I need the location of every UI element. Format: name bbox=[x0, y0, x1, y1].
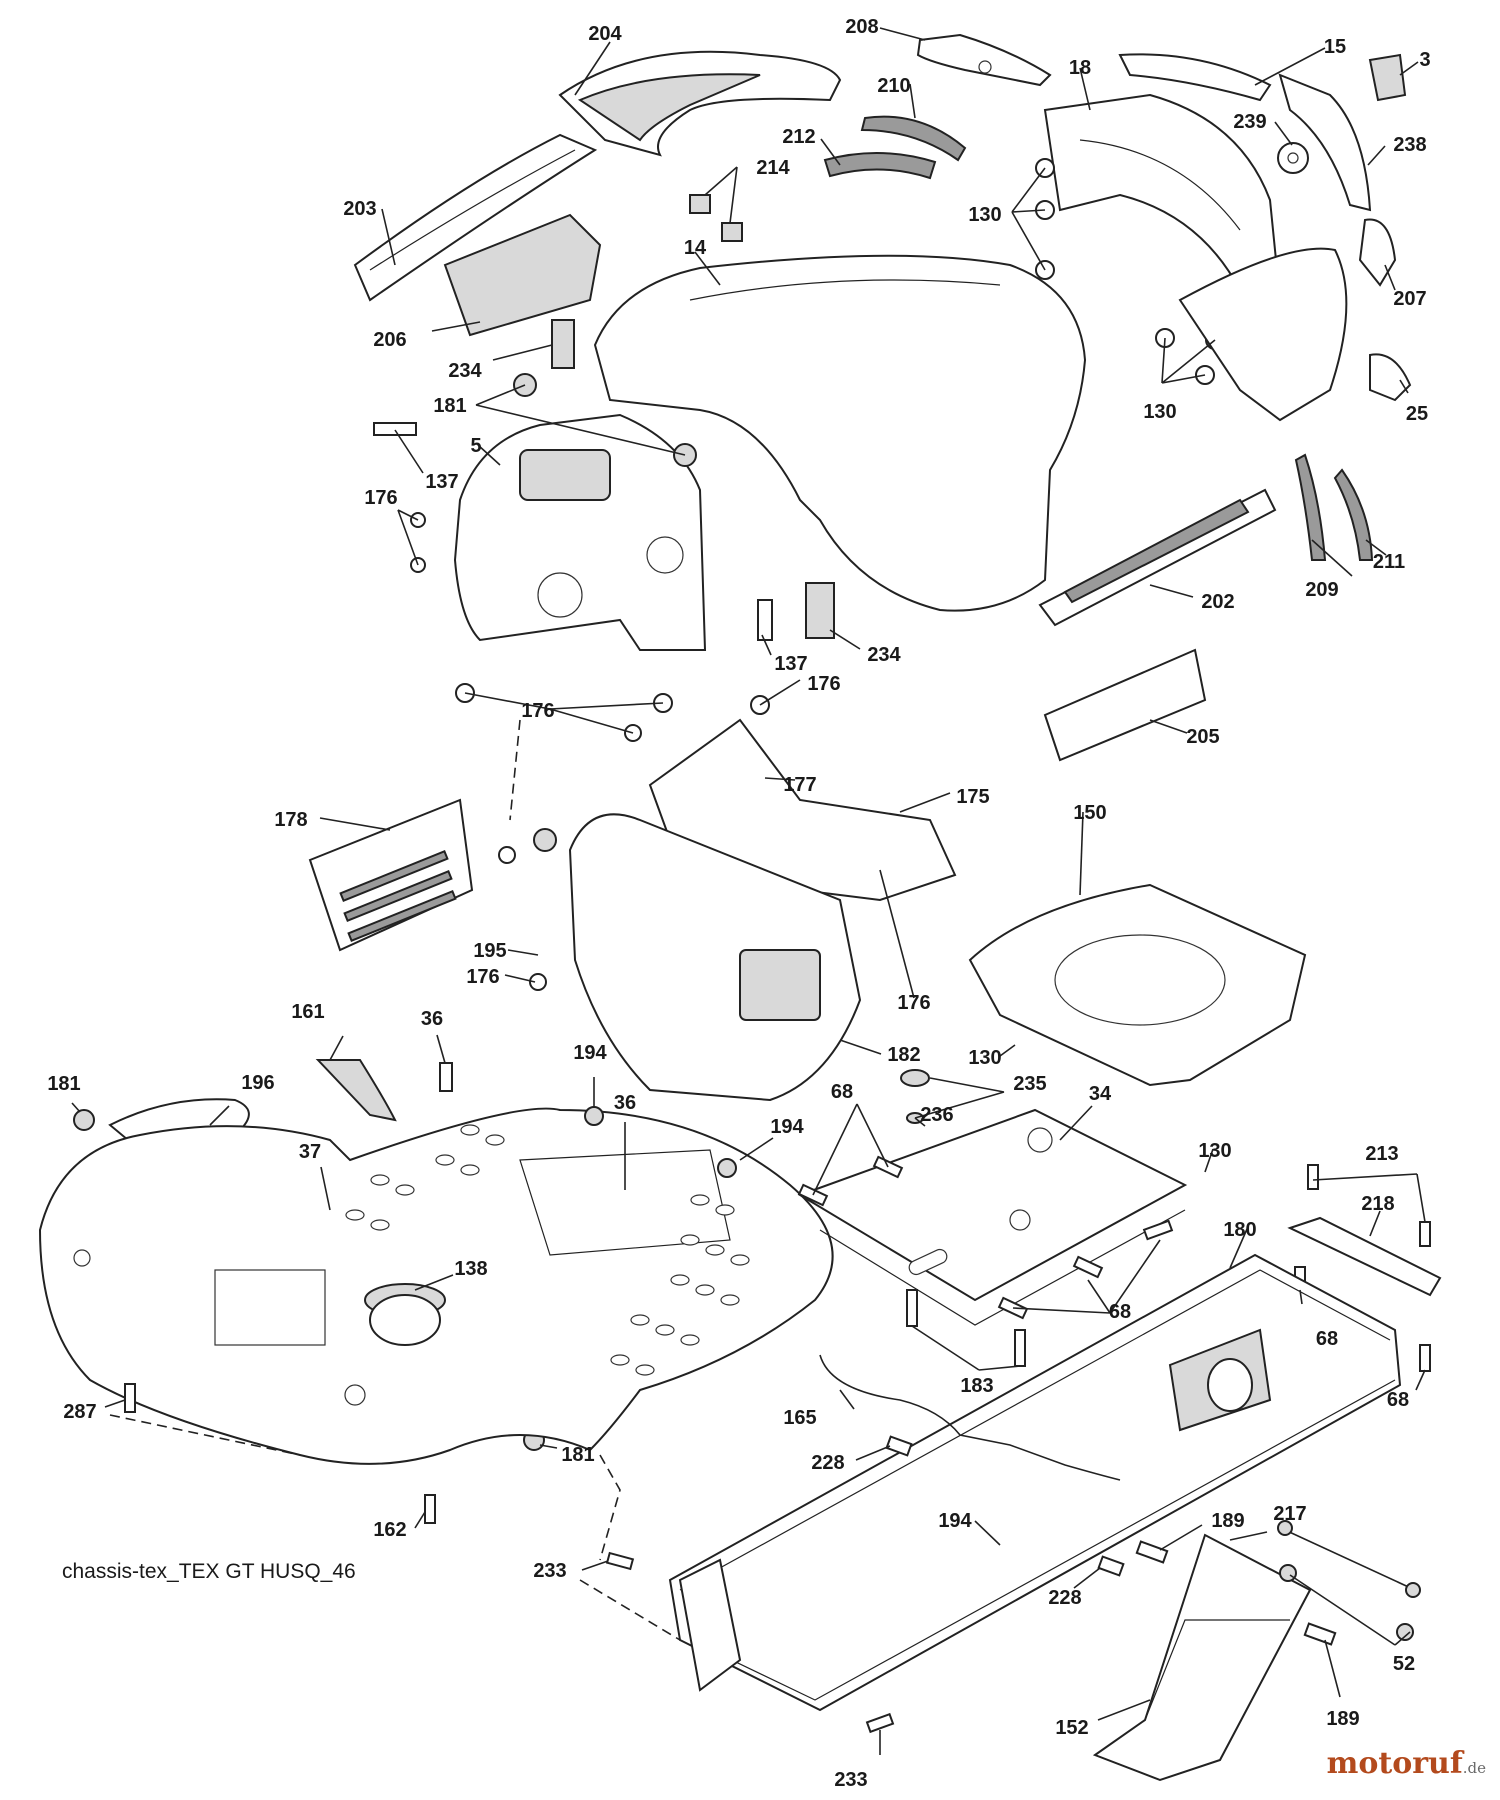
part-label: 181 bbox=[433, 395, 466, 417]
part-label: 176 bbox=[897, 992, 930, 1014]
part-label: 234 bbox=[448, 360, 482, 382]
part-label: 207 bbox=[1393, 288, 1426, 310]
part-label: 202 bbox=[1201, 591, 1234, 613]
part-label: 130 bbox=[1143, 401, 1176, 423]
part-label: 182 bbox=[887, 1044, 920, 1066]
part-label: 194 bbox=[573, 1042, 607, 1064]
part-label: 176 bbox=[521, 700, 554, 722]
part-label: 176 bbox=[807, 673, 840, 695]
part-label: 183 bbox=[960, 1375, 993, 1397]
part-label: 181 bbox=[561, 1444, 594, 1466]
part-label: 34 bbox=[1089, 1083, 1112, 1105]
part-label: 130 bbox=[1198, 1140, 1231, 1162]
part-label: 150 bbox=[1073, 802, 1106, 824]
part-label: 189 bbox=[1326, 1708, 1359, 1730]
part-label: 37 bbox=[299, 1141, 321, 1163]
part-label: 130 bbox=[968, 1047, 1001, 1069]
part-label: 196 bbox=[241, 1072, 274, 1094]
part-label: 206 bbox=[373, 329, 406, 351]
part-label: 209 bbox=[1305, 579, 1338, 601]
part-label: 14 bbox=[684, 237, 707, 259]
part-label: 68 bbox=[1316, 1328, 1338, 1350]
part-label: 178 bbox=[274, 809, 307, 831]
part-label: 165 bbox=[783, 1407, 816, 1429]
part-label: 236 bbox=[920, 1104, 953, 1126]
part-label: 211 bbox=[1373, 551, 1405, 573]
part-label: 5 bbox=[470, 435, 481, 457]
part-label: 137 bbox=[774, 653, 807, 675]
leader-lines bbox=[71, 27, 1426, 1755]
part-label: 3 bbox=[1419, 49, 1430, 71]
part-label: 204 bbox=[588, 23, 622, 45]
part-label: 238 bbox=[1393, 134, 1426, 156]
part-label: 181 bbox=[47, 1073, 80, 1095]
part-label: 162 bbox=[373, 1519, 406, 1541]
part-label: 228 bbox=[1048, 1587, 1081, 1609]
part-label: 176 bbox=[466, 966, 499, 988]
part-label: 36 bbox=[421, 1008, 443, 1030]
part-label: 233 bbox=[834, 1769, 867, 1791]
part-label: 152 bbox=[1055, 1717, 1088, 1739]
part-label: 130 bbox=[968, 204, 1001, 226]
part-label: 205 bbox=[1186, 726, 1219, 748]
part-label: 239 bbox=[1233, 111, 1266, 133]
part-label: 25 bbox=[1406, 403, 1428, 425]
part-label: 36 bbox=[614, 1092, 636, 1114]
part-label: 210 bbox=[877, 75, 910, 97]
part-label: 175 bbox=[956, 786, 989, 808]
part-labels: 204 208 15 3 210 18 239 212 214 238 203 … bbox=[47, 16, 1430, 1791]
part-label: 213 bbox=[1365, 1143, 1398, 1165]
part-label: 194 bbox=[770, 1116, 804, 1138]
part-label: 218 bbox=[1361, 1193, 1394, 1215]
part-label: 18 bbox=[1069, 57, 1091, 79]
part-label: 161 bbox=[291, 1001, 324, 1023]
part-label: 194 bbox=[938, 1510, 972, 1532]
part-label: 235 bbox=[1013, 1073, 1046, 1095]
part-label: 52 bbox=[1393, 1653, 1415, 1675]
part-label: 138 bbox=[454, 1258, 487, 1280]
part-label: 137 bbox=[425, 471, 458, 493]
part-label: 68 bbox=[1109, 1301, 1131, 1323]
part-label: 176 bbox=[364, 487, 397, 509]
part-label: 234 bbox=[867, 644, 901, 666]
part-label: 217 bbox=[1273, 1503, 1306, 1525]
part-label: 177 bbox=[783, 774, 816, 796]
part-label: 195 bbox=[473, 940, 506, 962]
part-label: 208 bbox=[845, 16, 878, 38]
watermark-brand: motoruf bbox=[1326, 1746, 1463, 1781]
watermark-logo: motoruf.de bbox=[1327, 1746, 1486, 1781]
part-label: 233 bbox=[533, 1560, 566, 1582]
part-label: 15 bbox=[1324, 36, 1346, 58]
part-label: 212 bbox=[782, 126, 815, 148]
part-label: 68 bbox=[831, 1081, 853, 1103]
part-label: 203 bbox=[343, 198, 376, 220]
part-label: 228 bbox=[811, 1452, 844, 1474]
part-label: 189 bbox=[1211, 1510, 1244, 1532]
part-label: 180 bbox=[1223, 1219, 1256, 1241]
part-label: 68 bbox=[1387, 1389, 1409, 1411]
watermark-tld: .de bbox=[1462, 1759, 1486, 1777]
part-label: 214 bbox=[756, 157, 790, 179]
diagram-caption: chassis-tex_TEX GT HUSQ_46 bbox=[62, 1560, 356, 1583]
part-shapes bbox=[38, 33, 1442, 1782]
part-label: 287 bbox=[63, 1401, 96, 1423]
